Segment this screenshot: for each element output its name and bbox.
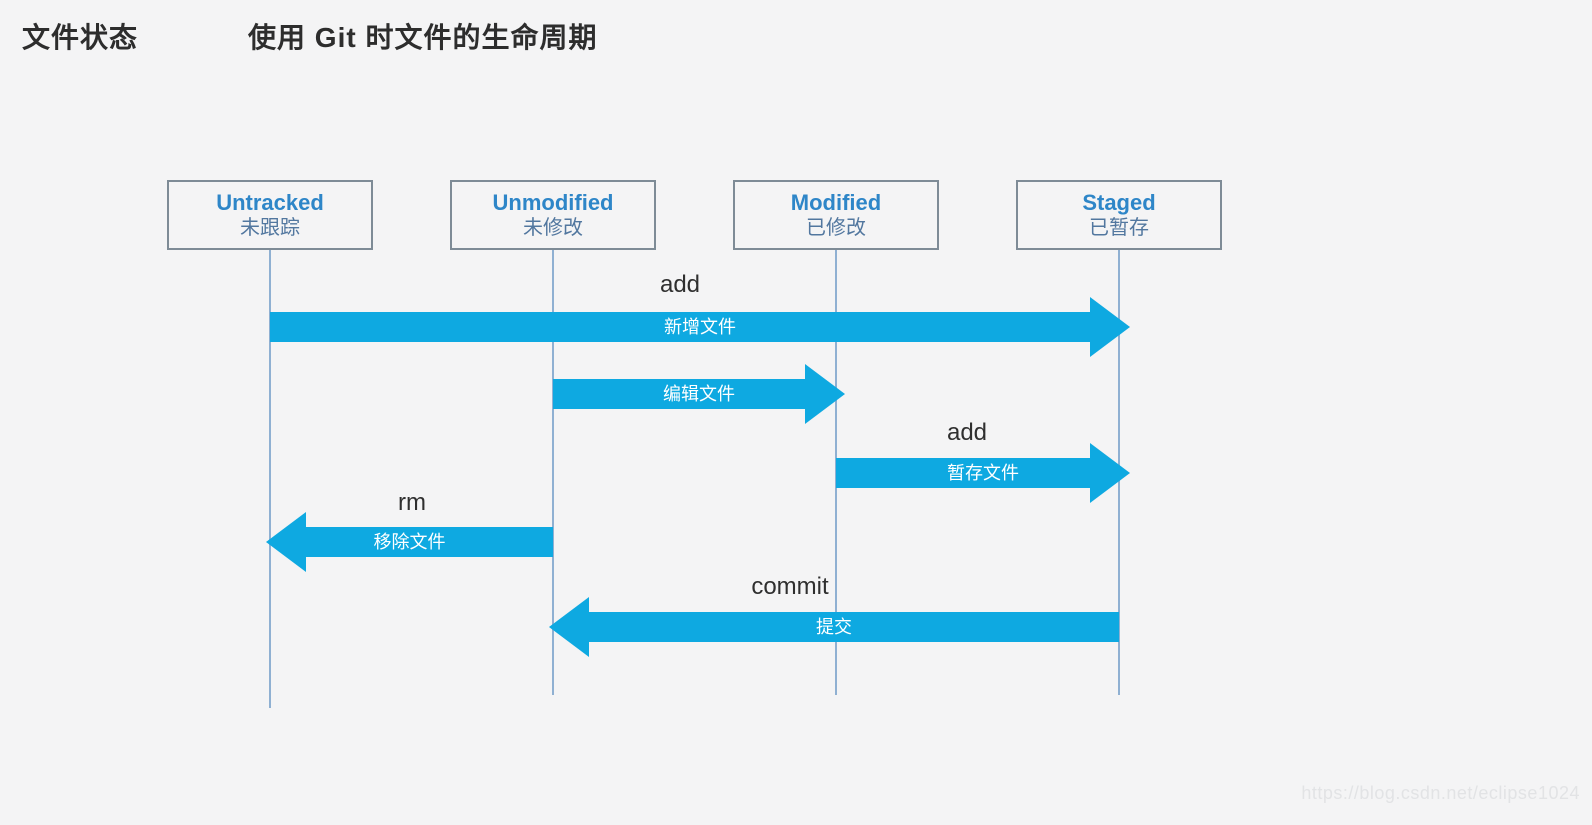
arrow-action-label: 新增文件 xyxy=(664,317,736,337)
state-box-staged: Staged 已暂存 xyxy=(1016,180,1222,250)
lifeline-unmodified xyxy=(552,250,554,695)
arrow-head-right-icon xyxy=(805,364,845,424)
state-name-zh: 已暂存 xyxy=(1089,217,1149,240)
page-title: 文件状态 使用 Git 时文件的生命周期 xyxy=(22,16,597,56)
arrow-head-right-icon xyxy=(1090,297,1130,357)
arrow-action-label: 暂存文件 xyxy=(947,463,1019,483)
lifeline-untracked xyxy=(269,250,271,708)
state-name-zh: 未修改 xyxy=(523,217,583,240)
arrow-band xyxy=(553,379,807,409)
state-name-en: Staged xyxy=(1082,189,1156,215)
title-lifecycle: 使用 Git 时文件的生命周期 xyxy=(248,22,598,53)
watermark-url: https://blog.csdn.net/eclipse1024 xyxy=(1301,783,1580,803)
state-name-en: Unmodified xyxy=(492,189,614,215)
state-name-zh: 已修改 xyxy=(806,217,866,240)
arrow-band xyxy=(304,527,553,557)
arrow-commit: 提交 xyxy=(549,597,1119,657)
state-box-unmodified: Unmodified 未修改 xyxy=(450,180,656,250)
arrow-band xyxy=(836,458,1092,488)
arrow-head-right-icon xyxy=(1090,443,1130,503)
state-name-en: Modified xyxy=(790,189,882,215)
arrow-add-new-file: 新增文件 xyxy=(270,297,1130,357)
command-label-remove-file: rm xyxy=(398,489,426,516)
command-label-add-file: add xyxy=(659,271,701,298)
arrow-band xyxy=(270,312,1092,342)
arrow-head-left-icon xyxy=(549,597,589,657)
arrow-head-left-icon xyxy=(266,512,306,572)
state-box-modified: Modified 已修改 xyxy=(733,180,939,250)
state-box-untracked: Untracked 未跟踪 xyxy=(167,180,373,250)
arrow-action-label: 提交 xyxy=(816,617,852,637)
state-name-zh: 未跟踪 xyxy=(240,217,300,240)
arrow-action-label: 移除文件 xyxy=(373,532,446,552)
command-label-stage-file: add xyxy=(946,419,988,446)
state-name-en: Untracked xyxy=(216,189,324,215)
command-label-commit: commit xyxy=(751,573,829,600)
title-file-status: 文件状态 xyxy=(22,22,139,53)
arrow-edit-file: 编辑文件 xyxy=(553,364,845,424)
arrow-remove-file: 移除文件 xyxy=(266,512,553,572)
arrow-action-label: 编辑文件 xyxy=(663,384,735,404)
arrow-stage-file: 暂存文件 xyxy=(836,443,1130,503)
arrow-band xyxy=(587,612,1119,642)
